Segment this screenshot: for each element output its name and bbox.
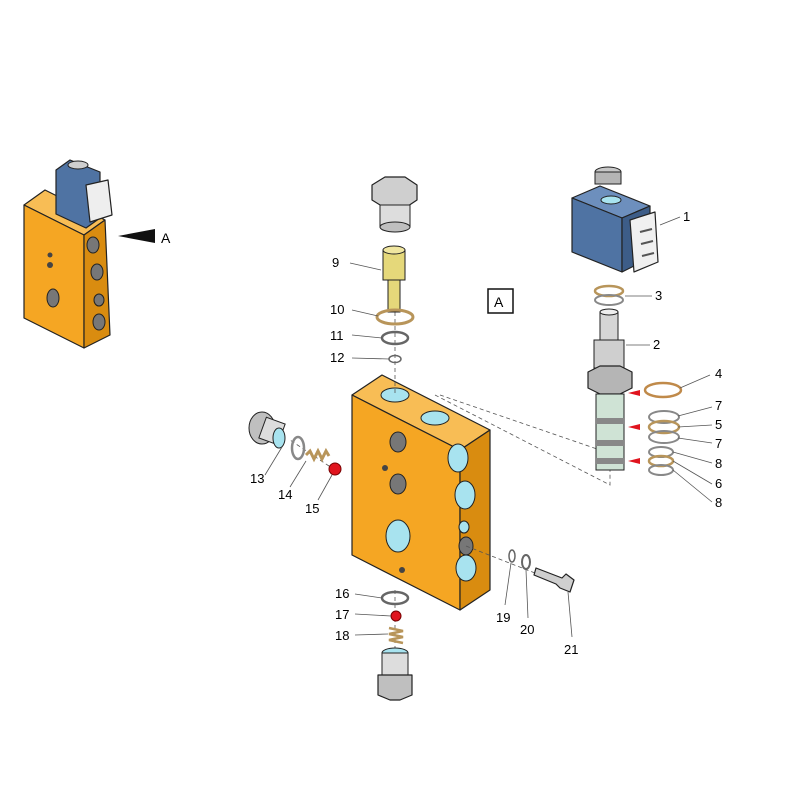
coil-bore <box>600 195 622 205</box>
left-plug-assembly <box>248 411 342 476</box>
callout-9: 9 <box>332 255 339 270</box>
callout-8a: 8 <box>715 456 722 471</box>
overview-hole <box>47 252 53 258</box>
callout-12: 12 <box>330 350 344 365</box>
callout-7b: 7 <box>715 436 722 451</box>
red-ball-17 <box>390 610 402 622</box>
solenoid-assembly <box>571 166 683 476</box>
callout-1: 1 <box>683 209 690 224</box>
callout-3: 3 <box>655 288 662 303</box>
overview-assembly: A <box>23 159 171 349</box>
manifold-side-port <box>447 443 469 473</box>
callout-17: 17 <box>335 607 349 622</box>
callout-11: 11 <box>330 328 344 343</box>
overview-coil-connector <box>85 179 113 223</box>
brass-spool-top <box>382 245 406 255</box>
manifold-side-port <box>455 554 477 582</box>
oring-10 <box>375 308 415 326</box>
manifold-front-port <box>385 519 411 553</box>
spring-18 <box>388 626 404 645</box>
seal-marker-6 <box>628 458 640 464</box>
main-manifold-block <box>289 270 611 650</box>
callout-14: 14 <box>278 487 292 502</box>
bottom-plug-hex <box>377 674 413 701</box>
callout-6: 6 <box>715 476 722 491</box>
callout-8b: 8 <box>715 495 722 510</box>
seal-ring-14 <box>290 435 306 461</box>
overview-port <box>93 293 105 307</box>
view-label: A <box>494 294 504 310</box>
manifold-front-port <box>389 473 407 495</box>
callout-5: 5 <box>715 417 722 432</box>
cartridge-body <box>593 339 625 369</box>
overview-hole <box>47 262 53 268</box>
brass-spool-stem <box>387 279 401 313</box>
coil-nut-body <box>594 171 622 185</box>
coil-connector <box>629 211 659 273</box>
bottom-plug-assembly <box>377 590 413 701</box>
manifold-top-port <box>420 410 450 426</box>
right-pin-assembly <box>508 549 575 593</box>
manifold-side-port <box>458 520 470 534</box>
ring-7b <box>648 430 680 444</box>
callout-13: 13 <box>250 471 264 486</box>
cartridge-band <box>596 440 624 446</box>
pin-21 <box>533 567 575 593</box>
callout-4: 4 <box>715 366 722 381</box>
callout-15: 15 <box>305 501 319 516</box>
cartridge-hex <box>587 365 633 395</box>
triangle-arrow-icon <box>118 229 155 243</box>
ring-7a <box>648 410 680 424</box>
side-plug-face <box>272 427 286 449</box>
top-plug-assembly <box>371 176 418 364</box>
callout-18: 18 <box>335 628 349 643</box>
red-ball-15 <box>328 462 342 476</box>
oring-4 <box>643 381 683 399</box>
overview-port <box>46 288 60 308</box>
manifold-front-port <box>389 431 407 453</box>
cartridge-band <box>596 458 624 464</box>
manifold-hole <box>382 465 388 471</box>
callout-labels: 1 2 3 4 7 5 7 8 6 8 9 10 11 12 13 14 15 … <box>250 209 722 657</box>
overview-coil-top <box>67 160 89 170</box>
callout-20: 20 <box>520 622 534 637</box>
connector-terminal <box>639 228 655 257</box>
callout-16: 16 <box>335 586 349 601</box>
ring-20 <box>521 554 531 570</box>
cartridge-spool <box>595 393 625 471</box>
manifold-top-port <box>380 387 410 403</box>
ring-19 <box>508 549 516 563</box>
bottom-plug-thread <box>381 652 409 676</box>
callout-19: 19 <box>496 610 510 625</box>
plug-bottom <box>379 221 411 233</box>
callout-7a: 7 <box>715 398 722 413</box>
spring-14 <box>304 447 331 463</box>
overview-port <box>92 313 106 331</box>
manifold-hole <box>399 567 405 573</box>
hex-plug <box>371 176 418 209</box>
callout-2: 2 <box>653 337 660 352</box>
view-label-box: A <box>487 288 514 314</box>
callout-10: 10 <box>330 302 344 317</box>
overview-port <box>86 236 100 254</box>
leader-lines <box>264 216 713 638</box>
callout-21: 21 <box>564 642 578 657</box>
oring-3b <box>594 294 624 306</box>
overview-port <box>90 263 104 281</box>
seal-marker-5 <box>628 424 640 430</box>
cartridge-tube-top <box>599 308 619 316</box>
manifold-side-port <box>454 480 476 510</box>
view-pointer-label: A <box>161 230 171 246</box>
seal-marker-4 <box>628 390 640 396</box>
cartridge-band <box>596 418 624 424</box>
